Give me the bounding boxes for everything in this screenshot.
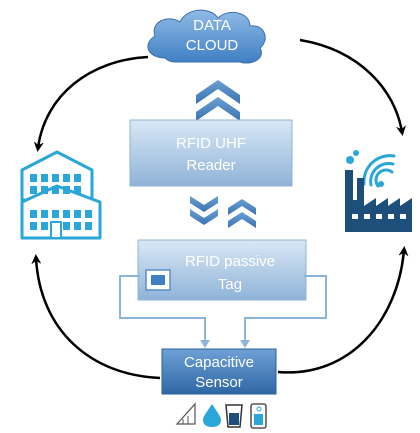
chevron-up-icon — [196, 80, 240, 104]
chevrons-reader-tag — [190, 196, 256, 228]
reader-label-line2: Reader — [186, 157, 235, 174]
rfid-tag: RFID passive Tag — [137, 239, 307, 301]
tag-label-line1: RFID passive — [185, 253, 275, 270]
buildings-icon — [20, 150, 102, 240]
factory-wifi-icon — [345, 150, 412, 232]
arrow-sensor-to-factory — [277, 246, 409, 374]
wifi-icon — [362, 154, 396, 188]
glass-icon — [225, 404, 243, 428]
connector-left — [119, 275, 206, 346]
phone-level-icon — [250, 403, 267, 429]
chevrons-up-to-cloud — [196, 80, 240, 121]
capacitive-sensor: Capacitive Sensor — [161, 348, 277, 395]
cloud-label-line1: DATA — [193, 17, 231, 34]
sensor-icons-row — [175, 402, 267, 429]
chevron-up-icon — [196, 97, 240, 121]
arrow-sensor-to-buildings — [31, 254, 161, 380]
cloud-shape — [147, 9, 266, 64]
tag-label-line2: Tag — [218, 276, 242, 293]
tag-sensor-connectors — [119, 275, 327, 346]
cycle-arrows — [31, 38, 409, 380]
sensor-label-line2: Sensor — [195, 374, 243, 391]
connector-arrowheads — [200, 340, 250, 348]
sensor-box — [161, 348, 277, 395]
reader-label-line1: RFID UHF — [176, 135, 246, 152]
data-cloud: DATA CLOUD — [147, 9, 266, 64]
sensor-label-line1: Capacitive — [184, 354, 254, 371]
reader-box — [129, 119, 293, 187]
chevron-up-icon — [228, 212, 256, 228]
rfid-reader: RFID UHF Reader — [129, 119, 293, 187]
chevron-down-icon — [190, 209, 218, 225]
chip-icon — [145, 269, 171, 291]
incline-icon — [175, 402, 196, 425]
cloud-label-line2: CLOUD — [186, 37, 239, 54]
chevron-down-icon — [190, 196, 218, 212]
arrow-cloud-to-factory — [299, 38, 406, 136]
connector-right — [244, 275, 327, 346]
water-drop-icon — [203, 404, 221, 427]
chevron-up-icon — [228, 199, 256, 215]
arrow-cloud-to-buildings — [33, 55, 149, 152]
